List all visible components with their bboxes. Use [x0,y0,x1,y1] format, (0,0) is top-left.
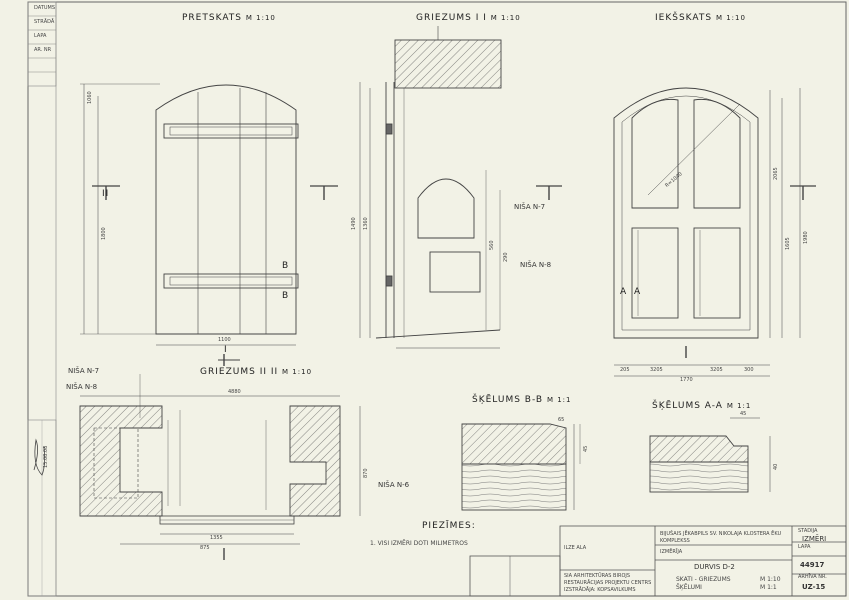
niche-label-n8-plan: NIŠA N-8 [66,383,98,391]
dim-bb-h: 45 [583,445,589,452]
section-mark-b-lower: B [282,291,290,301]
sheet-border [27,1,847,597]
section-1-title: GRIEZUMS I I M 1:10 [416,13,521,23]
roman-mark-ii: II [102,189,110,199]
tb-stage: IZMĒRI [802,535,827,543]
stamp-date: 15.08.08 [43,445,49,468]
dim-plan-d: 870 [363,468,369,478]
niche-label-n7: NIŠA N-7 [514,203,546,211]
tb-scale2: M 1:1 [760,584,777,591]
dim-in-w1: 205 [620,367,630,373]
tb-sheet-desc1: SKATI - GRIEZUMS [676,576,731,583]
signature-mark [33,438,46,476]
section-mark-a-left: A [620,287,628,297]
dim-in-w2: 3205 [650,367,663,373]
dim-aa-h: 40 [773,463,779,470]
niche-label-n7-plan: NIŠA N-7 [68,367,100,375]
inside-view-title: IEKŠSKATS M 1:10 [655,13,746,23]
inside-view-drawing [613,87,816,377]
dim-front-h: 1060 [87,91,93,104]
tb-inv: ILZE ALA [564,545,587,551]
detail-aa-drawing [649,417,771,493]
dim-in-tot: 1770 [680,377,693,383]
notes-title: PIEZĪMES: [422,521,476,531]
dim-in-h1: 2065 [773,167,779,180]
title-block-frame [469,525,847,597]
dim-in-w4: 300 [744,367,754,373]
dim-sec-n8: 290 [503,252,509,262]
detail-aa-title: ŠĶĒLUMS A-A M 1:1 [652,401,752,411]
niche-label-n8: NIŠA N-8 [520,261,552,269]
dim-plan-tot: 4880 [228,389,241,395]
dim-front-h2: 1800 [101,227,107,240]
tb-archive-no: 44917 [800,561,825,569]
dim-front-w: 1100 [218,337,231,343]
dim-plan-f: 875 [200,545,210,551]
dim-in-w3: 3205 [710,367,723,373]
tb-sheet-name: DURVIS D-2 [694,563,735,571]
dim-sec-h1: 1490 [351,217,357,230]
tb-org1: SIA ARHITEKTŪRAS BIROJS [564,573,631,579]
detail-bb-title: ŠĶĒLUMS B-B M 1:1 [472,395,572,405]
dim-plan-e: 1355 [210,535,223,541]
tb-object: BIJUŠAIS JĒKABPILS SV. NIKOLAJA KLOSTERA… [660,531,782,544]
tb-designer: IZMĒRĪJA [660,549,683,555]
stamp-line-2: STRĀDĀ [34,19,55,25]
dim-in-h4: 1980 [803,231,809,244]
tb-org3: IZSTRĀDĀJA: KOPSAVILKUMS [564,587,636,593]
front-view-title: PRETSKATS M 1:10 [182,13,276,23]
dim-sec-n7: 560 [489,240,495,250]
stamp-line-4: AR. NR [34,47,52,53]
tb-sheet-label: LAPA [798,544,811,550]
tb-stage-label: STADIJA [798,528,818,534]
roman-mark-i: I [224,345,228,355]
detail-bb-drawing [461,423,581,511]
section-mark-a-right: A [634,287,642,297]
tb-sheet-desc2: ŠĶĒLUMI [676,584,702,591]
dim-sec-h2: 1360 [363,217,369,230]
niche-label-n6: NIŠA N-6 [378,481,410,489]
section-mark-b-upper: B [282,261,290,271]
tb-sheet-no: UZ-15 [802,583,826,591]
stamp-line-3: LAPA [34,33,47,39]
dim-bb-w: 65 [558,417,565,423]
section-2-drawing [79,374,361,560]
dim-in-h3: 1605 [785,237,791,250]
tb-archive-label: ARHĪVA NR. [798,574,827,580]
section-2-title: GRIEZUMS II II M 1:10 [200,367,313,377]
tb-scale1: M 1:10 [760,576,781,583]
dim-aa-w: 45 [740,411,747,417]
front-view-drawing [80,83,338,366]
stamp-line-1: DATUMS [34,5,55,11]
section-1-drawing [359,26,562,349]
notes-item-1: 1. VISI IZMĒRI DOTI MILIMETROS [370,540,468,547]
tb-org2: RESTAURĀCIJAS PROJEKTU CENTRS [564,580,652,586]
